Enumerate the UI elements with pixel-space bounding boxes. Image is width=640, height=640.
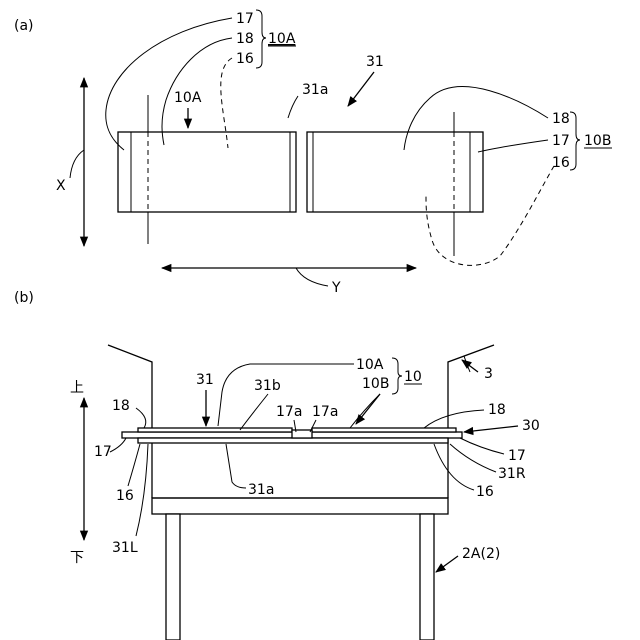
b-label-2A: 2A(2) — [462, 546, 500, 562]
b-arrow-30 — [464, 426, 518, 432]
b-label-down: 下 — [70, 550, 84, 566]
b-label-30: 30 — [522, 418, 540, 434]
b-label-10: 10 — [404, 369, 422, 385]
b-leader-31a — [226, 444, 246, 488]
b-leader-17-right — [460, 438, 504, 454]
panel-a-label: (a) — [14, 18, 34, 34]
a-label-10A: 10A — [174, 90, 202, 106]
sheet-layer-18-right — [312, 428, 456, 432]
a-label-10A-group: 10A — [268, 31, 296, 47]
b-arrow-2A — [436, 556, 458, 572]
table-top — [152, 498, 448, 514]
a-label-16-right: 16 — [552, 155, 570, 171]
b-label-up: 上 — [70, 380, 84, 396]
sheet-10B — [307, 132, 483, 212]
a-brace-left — [256, 10, 266, 68]
leader-a-17-right — [478, 140, 548, 152]
b-arrow-10B — [356, 394, 380, 424]
b-label-17-right: 17 — [508, 448, 526, 464]
panel-b: (b) 3 2A(2) 上 下 31 31b 10A — [14, 290, 540, 640]
b-arrow-3 — [462, 360, 478, 372]
b-leader-18-right — [424, 410, 484, 428]
b-label-10A: 10A — [356, 357, 384, 373]
table-leg-left — [166, 514, 180, 640]
b-label-31R: 31R — [498, 466, 526, 482]
b-label-17-left: 17 — [94, 444, 112, 460]
x-arrow-leader — [70, 150, 84, 178]
b-leader-31L — [136, 444, 148, 536]
a-label-31: 31 — [366, 54, 384, 70]
a-label-10B-group: 10B — [584, 133, 611, 149]
b-brace-10 — [392, 358, 402, 394]
a-brace-right — [570, 112, 580, 170]
sheet-layer-18-left — [138, 428, 292, 432]
b-label-31b: 31b — [254, 378, 281, 394]
panel-b-label: (b) — [14, 290, 34, 306]
a-label-17-left: 17 — [236, 11, 254, 27]
sheet-10A — [118, 132, 296, 212]
table-leg-right — [420, 514, 434, 640]
b-leader-16-right — [434, 444, 474, 490]
sheet-layer-16 — [138, 438, 448, 443]
b-label-17a-left: 17a — [276, 404, 302, 420]
b-label-18-left: 18 — [112, 398, 130, 414]
b-label-10B: 10B — [362, 376, 389, 392]
a-leader-31a — [288, 96, 298, 118]
b-label-17a-right: 17a — [312, 404, 338, 420]
b-label-31a: 31a — [248, 482, 274, 498]
a-label-16-left: 16 — [236, 51, 254, 67]
b-label-16-right: 16 — [476, 484, 494, 500]
a-label-18-right: 18 — [552, 111, 570, 127]
b-leader-17-left — [110, 438, 126, 452]
panel-a: (a) X 17 18 16 10A 10A 31a — [14, 10, 612, 296]
b-leader-18-left — [136, 408, 146, 428]
b-label-31L: 31L — [112, 540, 138, 556]
y-axis-label: Y — [331, 280, 341, 296]
a-label-31a: 31a — [302, 82, 328, 98]
sheet-gap-17a — [292, 430, 312, 438]
y-arrow-leader — [296, 268, 328, 286]
b-label-18-right: 18 — [488, 402, 506, 418]
b-leader-31b — [240, 394, 268, 430]
leader-a-17-left — [106, 18, 232, 150]
b-label-31: 31 — [196, 372, 214, 388]
a-label-17-right: 17 — [552, 133, 570, 149]
a-label-18-left: 18 — [236, 31, 254, 47]
b-leader-16-left — [128, 444, 140, 486]
a-arrow-31 — [348, 72, 374, 106]
b-label-3: 3 — [484, 366, 493, 382]
x-axis-label: X — [56, 178, 66, 194]
b-leader-31R — [450, 444, 496, 472]
b-label-16-left: 16 — [116, 488, 134, 504]
